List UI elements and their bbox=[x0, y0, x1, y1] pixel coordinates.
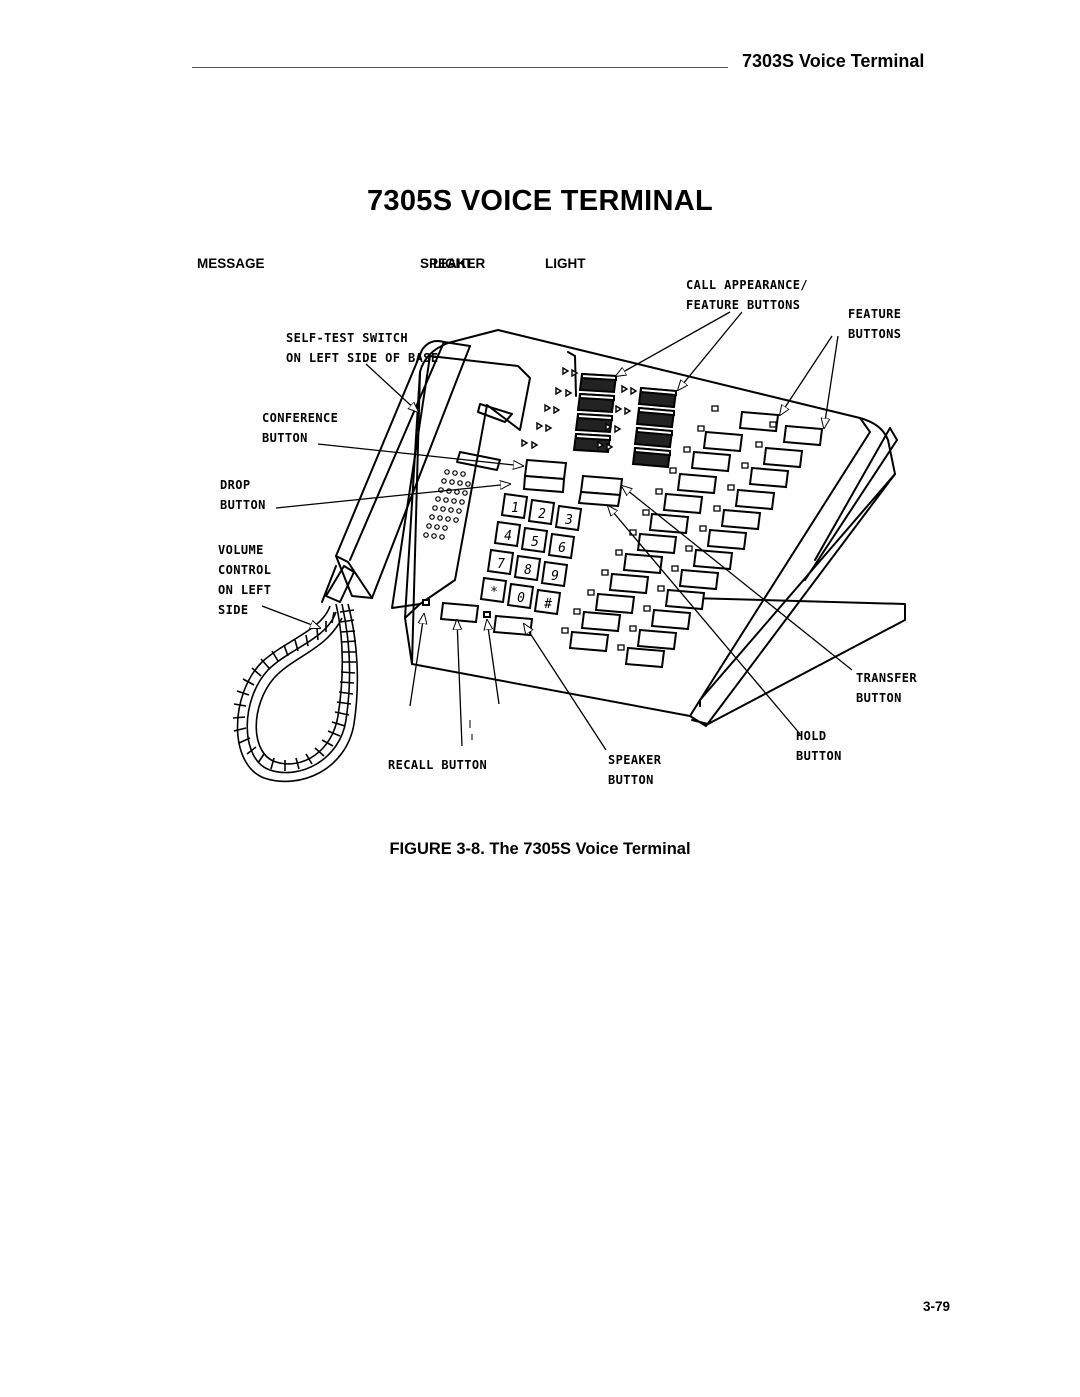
key-4: 4 bbox=[504, 529, 512, 544]
call-appearance-leds bbox=[522, 368, 636, 450]
key-1: 1 bbox=[511, 501, 519, 516]
handset bbox=[336, 341, 470, 598]
speaker-grille bbox=[424, 470, 470, 539]
call-appearance-feature-buttons-label: CALL APPEARANCE/ FEATURE BUTTONS bbox=[686, 278, 808, 312]
transfer-button-label: TRANSFER BUTTON bbox=[856, 671, 917, 705]
handset-cradle bbox=[392, 356, 530, 608]
key-star: * bbox=[490, 585, 498, 600]
running-title: 7303S Voice Terminal bbox=[742, 51, 925, 71]
function-buttons bbox=[524, 460, 622, 506]
key-9: 9 bbox=[551, 569, 559, 584]
message-light-label: MESSAGE bbox=[197, 256, 265, 271]
drop-button-label: DROP BUTTON bbox=[220, 478, 266, 512]
recall-button-label: RECALL BUTTON bbox=[388, 758, 488, 772]
feature-buttons-grid bbox=[570, 412, 822, 667]
key-hash: # bbox=[543, 597, 552, 612]
conference-button-label: CONFERENCE BUTTON bbox=[262, 411, 339, 445]
key-7: 7 bbox=[497, 557, 505, 572]
speaker-button bbox=[494, 616, 532, 635]
page-title: 7305S VOICE TERMINAL bbox=[366, 185, 714, 217]
volume-control-label: VOLUME CONTROL ON LEFT SIDE bbox=[218, 543, 272, 617]
self-test-switch-label: SELF-TEST SWITCH ON LEFT SIDE OF BASE bbox=[286, 331, 439, 365]
speaker-light-overlap-label: LIGHT bbox=[433, 256, 474, 271]
keypad bbox=[481, 494, 581, 614]
key-8: 8 bbox=[524, 563, 532, 578]
page-number: 3-79 bbox=[923, 1299, 951, 1314]
hold-button-label: HOLD BUTTON bbox=[796, 729, 842, 763]
speaker-light-label: SPEAKER bbox=[420, 256, 486, 271]
call-appearance-buttons-left bbox=[574, 374, 616, 452]
stand-leg bbox=[805, 428, 897, 580]
key-2: 2 bbox=[538, 507, 546, 522]
call-appearance-buttons-right bbox=[633, 388, 676, 467]
speaker-button-label: SPEAKER BUTTON bbox=[608, 753, 662, 787]
feature-buttons-label: FEATURE BUTTONS bbox=[848, 307, 902, 341]
key-3: 3 bbox=[564, 513, 573, 528]
coiled-cord bbox=[233, 604, 357, 781]
header-rule bbox=[192, 67, 728, 68]
leader-lines bbox=[262, 312, 852, 750]
key-6: 6 bbox=[558, 541, 566, 556]
light-label: LIGHT bbox=[545, 256, 586, 271]
figure-caption: FIGURE 3-8. The 7305S Voice Terminal bbox=[389, 840, 691, 858]
key-0: 0 bbox=[517, 591, 525, 606]
recall-button bbox=[441, 603, 478, 622]
key-5: 5 bbox=[531, 535, 539, 550]
